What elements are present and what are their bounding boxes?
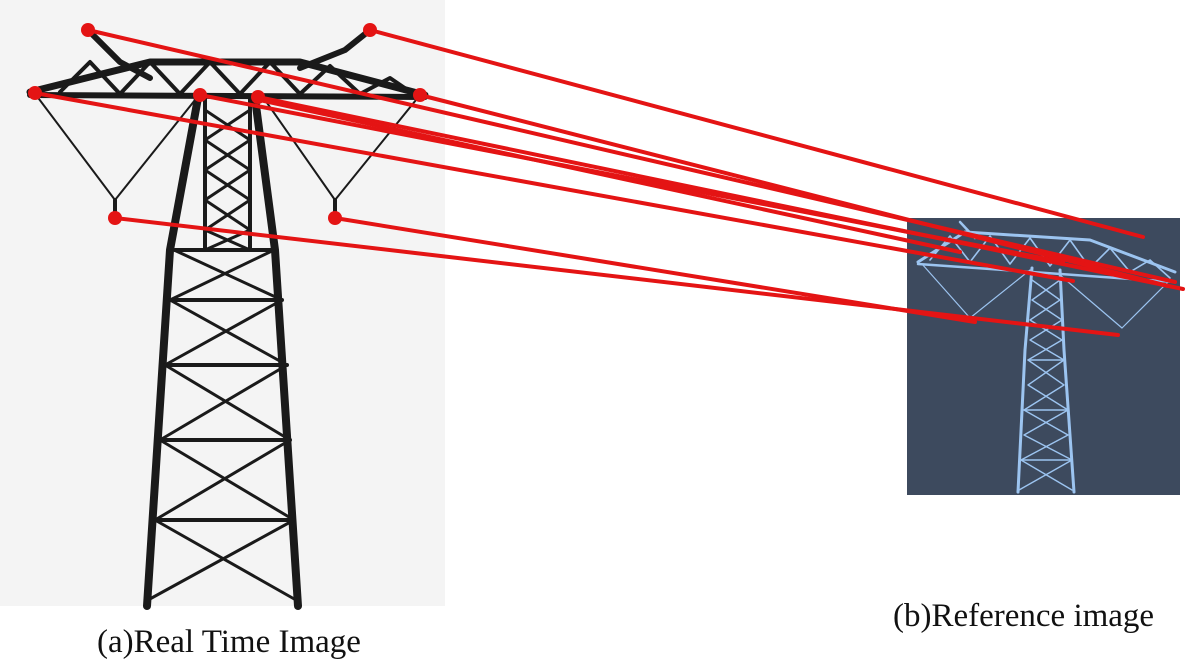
match-lines: [33, 28, 1185, 337]
reference-image: [907, 218, 1180, 495]
keypoint: [28, 86, 42, 100]
match-line: [418, 93, 1170, 288]
real-time-image: [0, 0, 445, 610]
keypoint: [413, 88, 427, 102]
keypoint: [363, 23, 377, 37]
caption-real-time-image: (a)Real Time Image: [97, 624, 361, 660]
transmission-tower-photo-icon: [26, 27, 429, 610]
match-line: [253, 97, 962, 254]
match-line: [33, 91, 1075, 283]
keypoint: [193, 88, 207, 102]
keypoints: [28, 23, 427, 225]
keypoint: [81, 23, 95, 37]
match-line: [256, 95, 1185, 291]
keypoint: [328, 211, 342, 225]
match-line: [368, 28, 1145, 239]
caption-reference-image: (b)Reference image: [893, 598, 1155, 634]
match-line: [333, 216, 977, 324]
keypoint: [108, 211, 122, 225]
keypoint: [251, 90, 265, 104]
match-line: [113, 216, 1120, 337]
